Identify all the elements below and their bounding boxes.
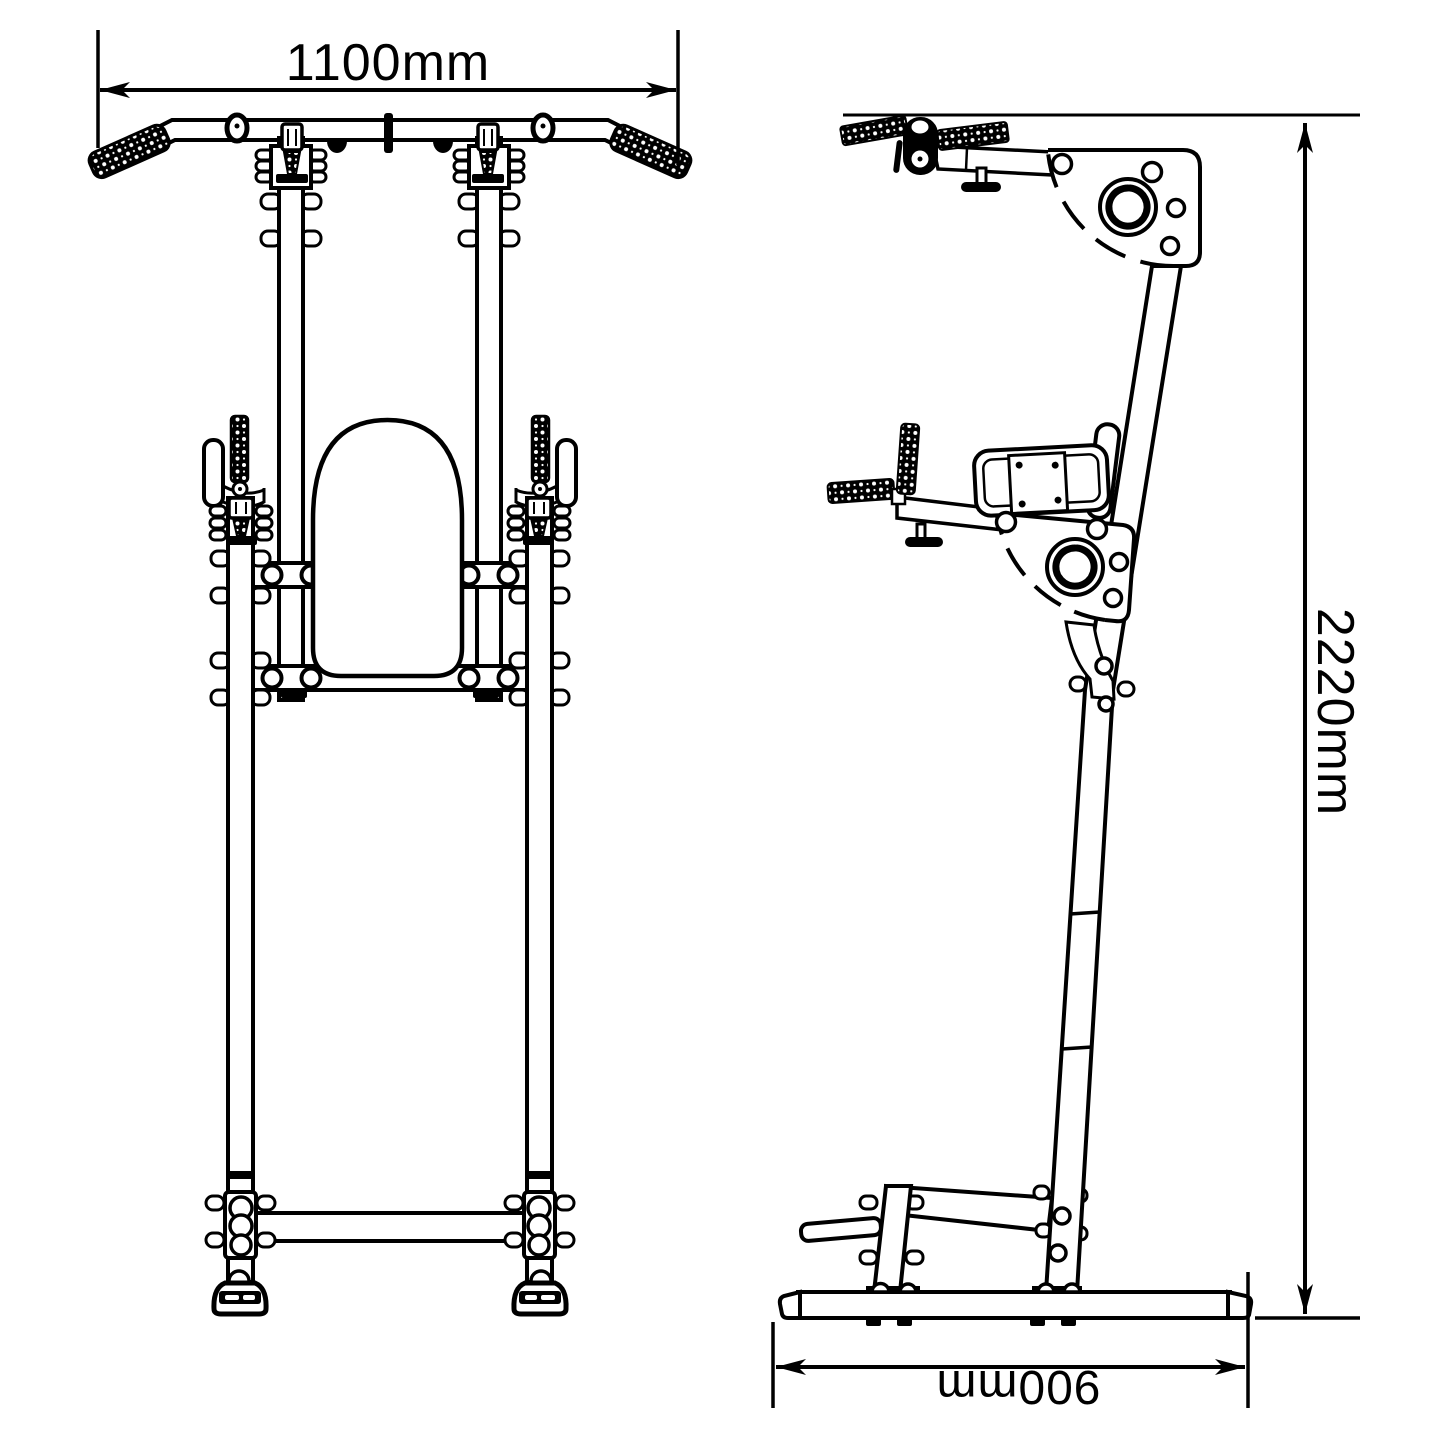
pullup-bar (87, 112, 693, 180)
dip-assembly-left (202, 414, 274, 547)
t-knob (961, 182, 1001, 192)
t-knob-stem (915, 522, 927, 541)
dip-handle-side (826, 477, 896, 505)
dimension-annotations: 1100mm 2220mm 900mm (96, 30, 1364, 1413)
pullup-bar-side (839, 114, 1055, 192)
front-view (87, 112, 693, 1314)
outer-column-left (206, 498, 275, 1314)
dimension-depth: 900mm (771, 1272, 1250, 1413)
dimension-width: 1100mm (96, 30, 680, 165)
mid-gusset-plate (994, 511, 1137, 624)
mid-assembly (826, 422, 1137, 624)
dimension-height: 2220mm (1255, 123, 1364, 1320)
backrest-pad (310, 417, 465, 679)
front-post (871, 1184, 914, 1294)
dimension-width-label: 1100mm (286, 34, 490, 92)
dimension-height-label: 2220mm (1306, 608, 1364, 816)
inner-upright-right (452, 122, 526, 702)
top-gusset-plate (1046, 148, 1202, 269)
t-knob-stem (975, 166, 988, 186)
outer-column-right (505, 498, 574, 1314)
foot-peg-handle (798, 1216, 883, 1243)
grip-front (936, 121, 1010, 151)
main-column (1043, 264, 1184, 1294)
base-rail (777, 1281, 1254, 1326)
vertical-grip-side (895, 422, 921, 496)
pullup-bar-grip-left (87, 123, 171, 180)
t-knob (905, 537, 943, 547)
armrest-pad (972, 443, 1111, 518)
bottom-cross-bar (251, 1211, 529, 1243)
dip-assembly-right (506, 414, 578, 547)
seat-bracket (1064, 620, 1116, 701)
center-tab (384, 113, 393, 153)
side-view (777, 113, 1360, 1326)
pullup-bar-grip-right (609, 123, 693, 180)
dimension-depth-label: 900mm (935, 1360, 1100, 1413)
